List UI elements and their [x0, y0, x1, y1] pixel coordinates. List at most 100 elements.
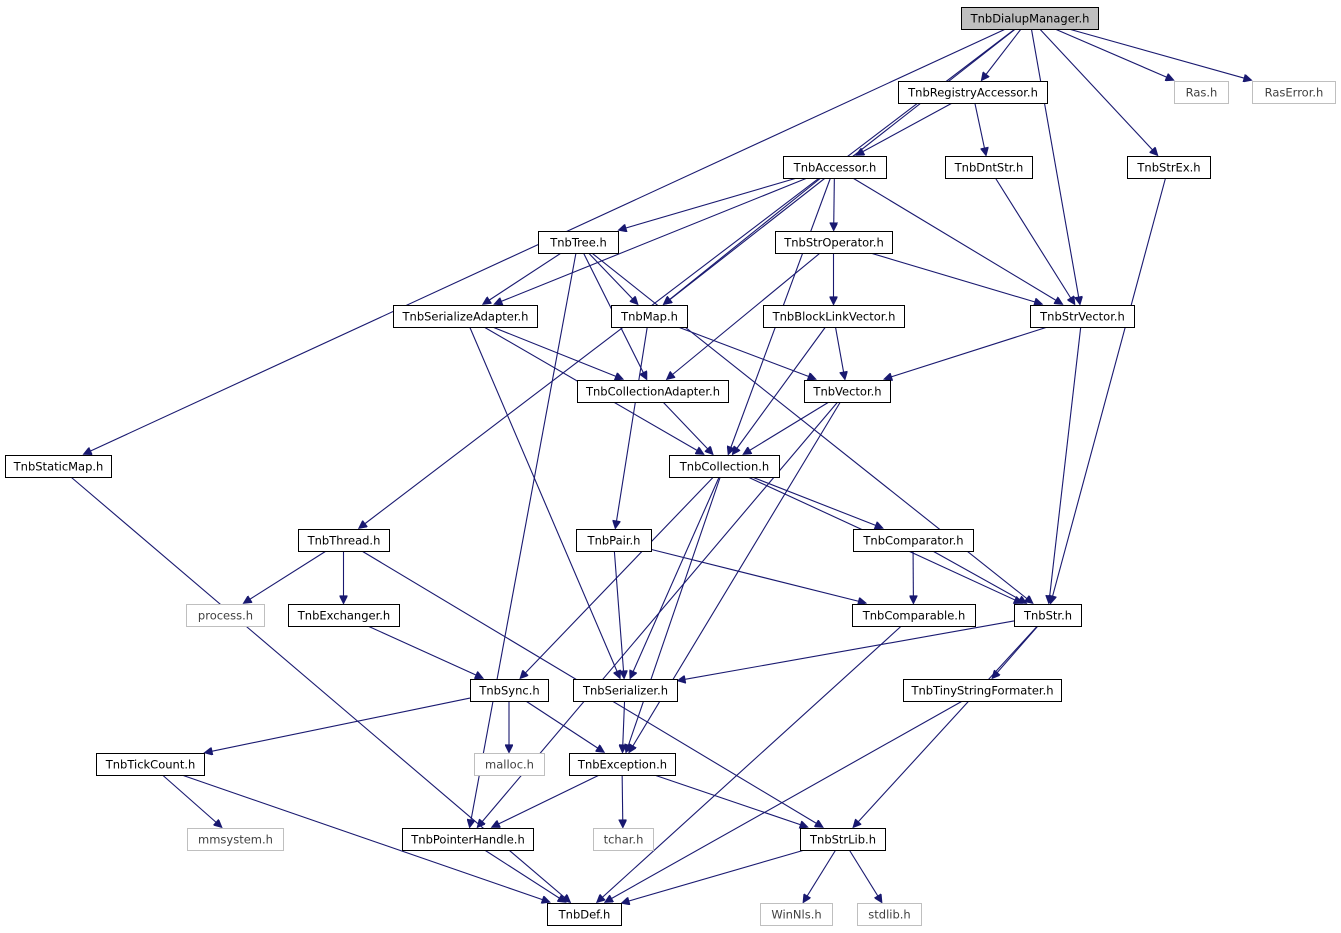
edge-pointerhandle-to-def	[484, 849, 566, 902]
node-strlib[interactable]: TnbStrLib.h	[800, 828, 886, 851]
node-pointerhandle[interactable]: TnbPointerHandle.h	[402, 828, 534, 851]
node-root[interactable]: TnbDialupManager.h	[961, 7, 1099, 30]
edge-exchanger-to-sync	[367, 625, 483, 678]
node-box	[593, 828, 654, 851]
node-stroperator[interactable]: TnbStrOperator.h	[775, 231, 893, 254]
node-tchar: tchar.h	[593, 828, 654, 851]
node-serializeadapter[interactable]: TnbSerializeAdapter.h	[393, 305, 538, 328]
edge-root-to-strvector	[1030, 28, 1079, 304]
node-tinystringformater[interactable]: TnbTinyStringFormater.h	[903, 679, 1062, 702]
node-box	[945, 156, 1033, 179]
node-box	[5, 455, 112, 478]
node-box	[393, 305, 538, 328]
node-box	[547, 903, 622, 926]
node-blocklinkvector[interactable]: TnbBlockLinkVector.h	[763, 305, 905, 328]
edge-accessor-to-stroperator	[834, 177, 835, 230]
node-label: TnbThread.h	[307, 534, 381, 548]
edge-collection-to-serializer	[630, 476, 720, 678]
edge-str-to-serializer	[678, 620, 1015, 681]
node-serializer[interactable]: TnbSerializer.h	[573, 679, 678, 702]
node-label: TnbDef.h	[558, 908, 611, 922]
node-box	[474, 753, 545, 776]
node-vector[interactable]: TnbVector.h	[804, 380, 891, 403]
node-winnls: WinNls.h	[760, 903, 833, 926]
node-map[interactable]: TnbMap.h	[611, 305, 688, 328]
edge-collection-to-exception	[626, 476, 721, 752]
edge-registry-to-accessor	[857, 102, 953, 155]
node-box	[857, 903, 922, 926]
edge-stroperator-to-collectionadapter	[667, 252, 821, 379]
node-label: WinNls.h	[771, 908, 821, 922]
node-label: TnbDntStr.h	[954, 161, 1024, 175]
node-raserror: RasError.h	[1252, 81, 1336, 104]
edge-dntstr-to-strvector	[994, 177, 1074, 304]
node-exception[interactable]: TnbException.h	[569, 753, 676, 776]
edge-strvector-to-vector	[885, 326, 1048, 379]
node-label: TnbRegistryAccessor.h	[907, 86, 1038, 100]
node-pair[interactable]: TnbPair.h	[576, 529, 652, 552]
edge-pair-to-comparable	[650, 548, 866, 603]
node-staticmap[interactable]: TnbStaticMap.h	[5, 455, 112, 478]
edge-strlib-to-winnls	[803, 849, 837, 902]
node-label: TnbPointerHandle.h	[410, 833, 524, 847]
node-label: mmsystem.h	[198, 833, 273, 847]
edge-blocklinkvector-to-collection	[733, 326, 826, 454]
node-comparator[interactable]: TnbComparator.h	[853, 529, 974, 552]
node-label: TnbStrLib.h	[809, 833, 876, 847]
node-collection[interactable]: TnbCollection.h	[669, 455, 780, 478]
node-accessor[interactable]: TnbAccessor.h	[783, 156, 887, 179]
node-box	[576, 529, 652, 552]
node-box	[783, 156, 887, 179]
edge-collection-to-comparator	[751, 476, 882, 528]
node-tickcount[interactable]: TnbTickCount.h	[96, 753, 205, 776]
node-process: process.h	[186, 604, 265, 627]
node-label: TnbComparable.h	[862, 609, 966, 623]
edge-stroperator-to-strvector	[870, 252, 1041, 304]
edge-root-to-registry	[982, 28, 1022, 80]
edge-collectionadapter-to-collection	[662, 401, 713, 454]
node-sync[interactable]: TnbSync.h	[470, 679, 549, 702]
node-label: TnbBlockLinkVector.h	[772, 310, 896, 324]
node-exchanger[interactable]: TnbExchanger.h	[288, 604, 400, 627]
edge-thread-to-process	[244, 550, 327, 603]
edge-accessor-to-strvector	[852, 177, 1062, 304]
node-str[interactable]: TnbStr.h	[1014, 604, 1082, 627]
edge-exception-to-pointerhandle	[492, 774, 600, 827]
node-thread[interactable]: TnbThread.h	[298, 529, 390, 552]
node-strex[interactable]: TnbStrEx.h	[1127, 156, 1211, 179]
edge-map-to-vector	[677, 326, 815, 379]
node-label: TnbComparator.h	[862, 534, 963, 548]
edge-exception-to-tchar	[622, 774, 623, 827]
node-box	[898, 81, 1048, 104]
edge-tree-to-pointerhandle	[470, 252, 577, 827]
node-label: Ras.h	[1186, 86, 1218, 100]
node-box	[402, 828, 534, 851]
node-label: TnbTickCount.h	[105, 758, 196, 772]
node-label: TnbTinyStringFormater.h	[910, 684, 1053, 698]
edge-comparator-to-str	[932, 550, 1026, 603]
edge-str-to-strlib	[853, 625, 1038, 827]
node-box	[538, 231, 619, 254]
edge-root-to-ras	[1054, 28, 1173, 80]
edge-strlib-to-def	[622, 849, 805, 903]
node-box	[96, 753, 205, 776]
edge-tickcount-to-mmsystem	[162, 774, 221, 827]
edge-map-to-pair	[615, 326, 648, 528]
edge-pair-to-serializer	[613, 550, 624, 678]
node-mmsystem: mmsystem.h	[187, 828, 284, 851]
node-comparable[interactable]: TnbComparable.h	[852, 604, 976, 627]
edge-strvector-to-str	[1049, 326, 1082, 603]
node-strvector[interactable]: TnbStrVector.h	[1030, 305, 1135, 328]
node-box	[569, 753, 676, 776]
node-label: TnbSerializer.h	[582, 684, 668, 698]
edge-accessor-to-map	[664, 177, 822, 304]
node-tree[interactable]: TnbTree.h	[538, 231, 619, 254]
node-def[interactable]: TnbDef.h	[547, 903, 622, 926]
node-dntstr[interactable]: TnbDntStr.h	[945, 156, 1033, 179]
node-label: TnbPair.h	[587, 534, 641, 548]
node-collectionadapter[interactable]: TnbCollectionAdapter.h	[577, 380, 729, 403]
edge-tickcount-to-def	[181, 774, 549, 902]
node-registry[interactable]: TnbRegistryAccessor.h	[898, 81, 1048, 104]
node-box	[1252, 81, 1336, 104]
